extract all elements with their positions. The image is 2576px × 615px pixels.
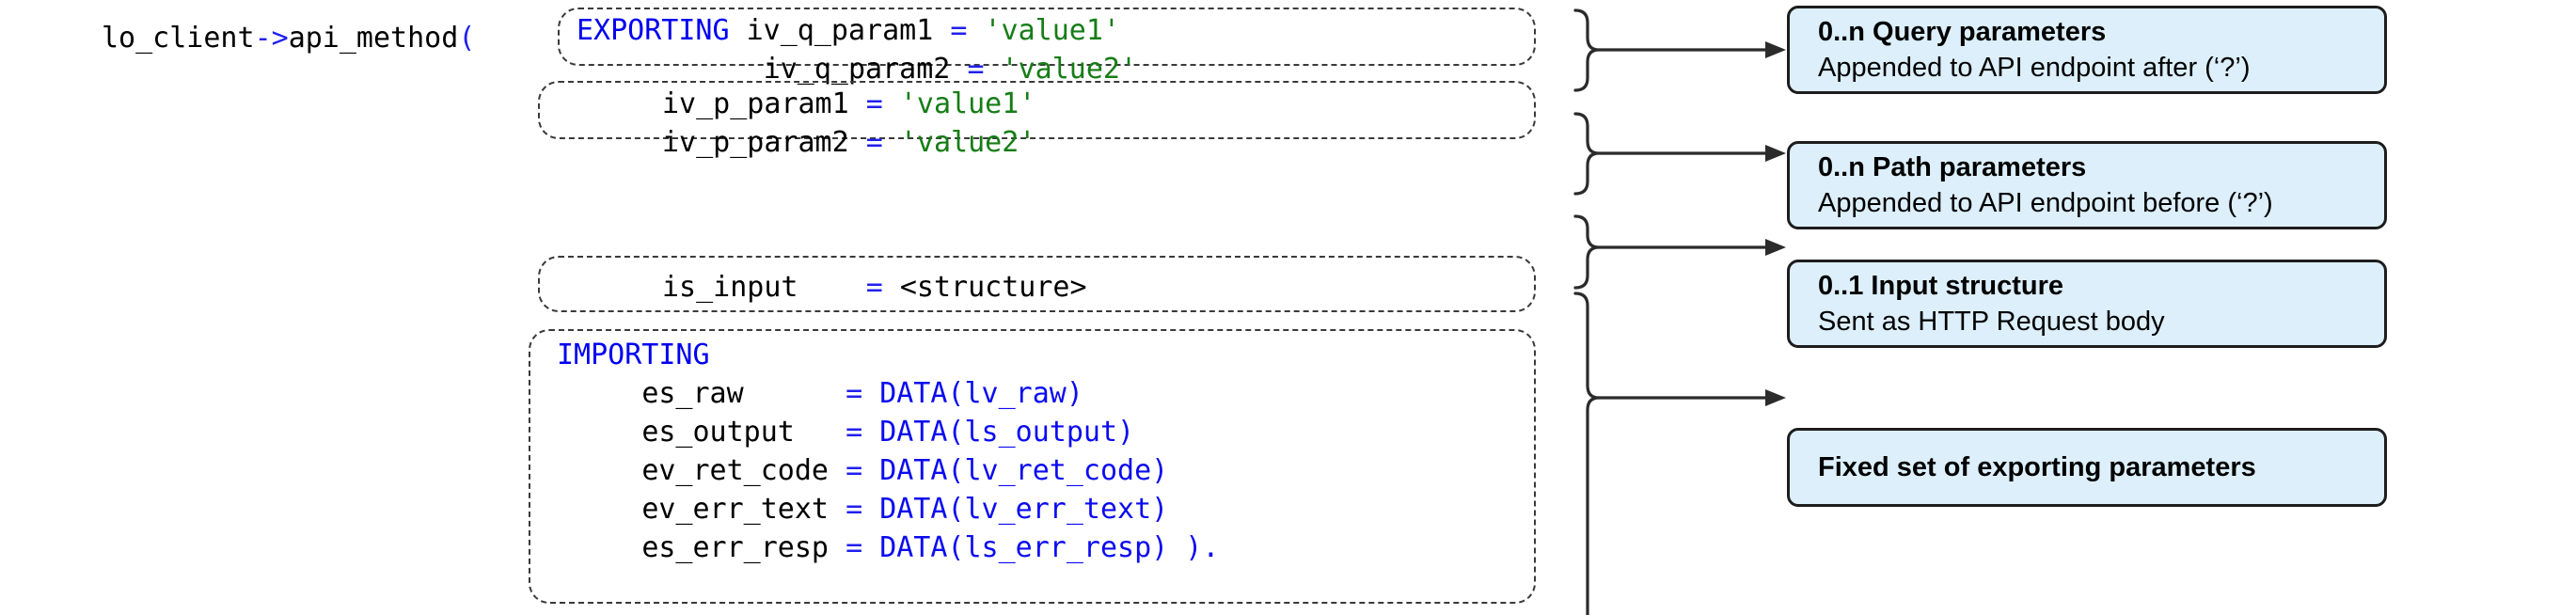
- receiver-variable: lo_client: [102, 22, 255, 55]
- callout-title: Fixed set of exporting parameters: [1818, 452, 2256, 482]
- param-name-es-raw: es_raw: [641, 377, 744, 410]
- call-close-paren-period: ).: [1168, 531, 1220, 564]
- object-arrow-operator: ->: [254, 22, 289, 55]
- equals-operator: =: [865, 87, 883, 120]
- param-value-ev-ret-code: DATA(lv_ret_code): [879, 454, 1169, 487]
- equals-operator: =: [845, 493, 863, 526]
- param-name-iv-p-param2: iv_p_param2: [662, 126, 849, 159]
- param-value-es-output: DATA(ls_output): [879, 416, 1135, 449]
- spacer: [862, 493, 879, 526]
- importing-code: IMPORTING es_raw = DATA(lv_raw) es_outpu…: [557, 336, 1219, 567]
- equals-operator: =: [845, 416, 863, 449]
- equals-operator: =: [845, 531, 863, 564]
- arrowhead-query: [1765, 41, 1786, 58]
- param-value-iv-p-param1: 'value1': [899, 87, 1036, 120]
- callout-path-parameters: 0..n Path parameters Appended to API end…: [1787, 141, 2387, 229]
- method-call-signature: lo_client->api_method(: [102, 19, 475, 57]
- spacer: [883, 271, 900, 304]
- spacer: [862, 531, 879, 564]
- arrowhead-path: [1765, 145, 1786, 162]
- path-parameters-code: iv_p_param1 = 'value1' iv_p_param2 = 'val…: [662, 85, 1035, 162]
- indent: [557, 454, 641, 487]
- equals-operator: =: [950, 14, 968, 47]
- callout-title: 0..n Path parameters: [1818, 152, 2087, 182]
- spacer: [967, 14, 984, 47]
- path-parameters-code-box: iv_p_param1 = 'value1' iv_p_param2 = 'val…: [538, 81, 1536, 159]
- method-name: api_method: [288, 22, 459, 55]
- brace-path-curly: [1573, 112, 1601, 196]
- spacer: [862, 416, 879, 449]
- equals-operator: =: [845, 454, 863, 487]
- spacer: [883, 126, 900, 159]
- arrowhead-importing: [1765, 389, 1786, 406]
- callout-subtitle: Sent as HTTP Request body: [1818, 307, 2165, 337]
- param-value-es-err-resp: DATA(ls_err_resp): [879, 531, 1169, 564]
- open-paren: (: [458, 22, 476, 55]
- callout-exporting-parameters: Fixed set of exporting parameters: [1787, 428, 2387, 507]
- param-name-es-output: es_output: [641, 416, 795, 449]
- input-structure-code-box: is_input = <structure>: [538, 256, 1536, 312]
- query-parameters-code-box: EXPORTING iv_q_param1 = 'value1' iv_q_pa…: [558, 8, 1536, 86]
- brace-input-curly: [1573, 214, 1601, 290]
- spacer: [829, 493, 845, 526]
- indent: [557, 493, 641, 526]
- connector-layer: [1573, 8, 1786, 615]
- indent: [795, 416, 845, 449]
- spacer: [883, 87, 900, 120]
- callout-input-structure: 0..1 Input structure Sent as HTTP Reques…: [1787, 260, 2387, 348]
- indent: [557, 531, 641, 564]
- callout-query-parameters: 0..n Query parameters Appended to API en…: [1787, 6, 2387, 94]
- callout-subtitle: Appended to API endpoint before (‘?’): [1818, 188, 2273, 218]
- param-value-es-raw: DATA(lv_raw): [879, 377, 1083, 410]
- callout-title: 0..n Query parameters: [1818, 17, 2107, 47]
- importing-keyword: IMPORTING: [557, 339, 710, 371]
- spacer: [730, 14, 747, 47]
- param-value-iv-q-param1: 'value1': [984, 14, 1121, 47]
- param-name-ev-ret-code: ev_ret_code: [641, 454, 829, 487]
- equals-operator: =: [967, 53, 985, 86]
- indent: [744, 377, 845, 410]
- param-name-iv-p-param1: iv_p_param1: [662, 87, 849, 120]
- arrowhead-input: [1765, 239, 1786, 256]
- param-name-iv-q-param2: iv_q_param2: [763, 53, 951, 86]
- indent: [798, 271, 866, 304]
- param-name-is-input: is_input: [662, 271, 798, 304]
- query-parameters-code: EXPORTING iv_q_param1 = 'value1' iv_q_pa…: [577, 11, 1137, 88]
- param-value-ev-err-text: DATA(lv_err_text): [879, 493, 1169, 526]
- spacer: [829, 531, 845, 564]
- spacer: [829, 454, 845, 487]
- input-structure-code: is_input = <structure>: [662, 268, 1087, 307]
- spacer: [849, 87, 866, 120]
- callout-subtitle: Appended to API endpoint after (‘?’): [1818, 53, 2251, 83]
- equals-operator: =: [865, 271, 883, 304]
- equals-operator: =: [865, 126, 883, 159]
- indent: [557, 416, 641, 449]
- param-name-ev-err-text: ev_err_text: [641, 493, 829, 526]
- importing-code-box: IMPORTING es_raw = DATA(lv_raw) es_outpu…: [529, 329, 1536, 604]
- param-value-iv-p-param2: 'value2': [899, 126, 1036, 159]
- brace-importing-curly: [1573, 292, 1601, 615]
- indent: [557, 377, 641, 410]
- spacer: [933, 14, 950, 47]
- callout-title: 0..1 Input structure: [1818, 271, 2064, 301]
- param-name-iv-q-param1: iv_q_param1: [746, 14, 934, 47]
- spacer: [862, 454, 879, 487]
- param-value-is-input: <structure>: [899, 271, 1087, 304]
- equals-operator: =: [845, 377, 863, 410]
- spacer: [862, 377, 879, 410]
- spacer: [849, 126, 866, 159]
- exporting-keyword: EXPORTING: [577, 14, 730, 47]
- brace-query-curly: [1573, 8, 1601, 92]
- param-name-es-err-resp: es_err_resp: [641, 531, 829, 564]
- param-value-iv-q-param2: 'value2': [1001, 53, 1138, 86]
